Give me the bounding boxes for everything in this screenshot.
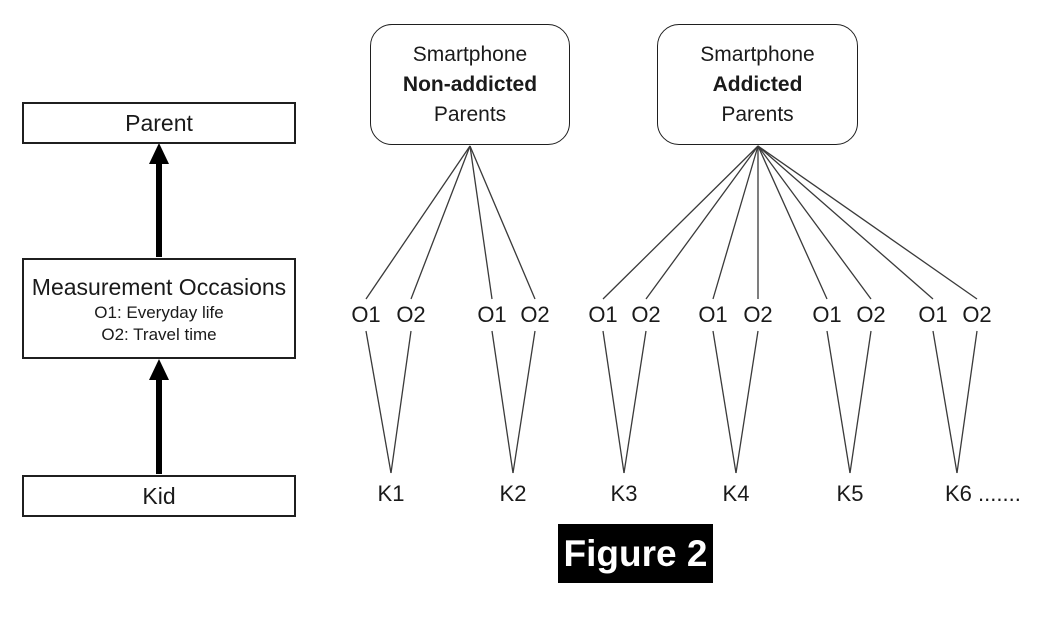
occasion-label-k4-o2: O2 (743, 302, 773, 327)
occasion-label-k2-o1: O1 (477, 302, 507, 327)
occasion-label-k3-o2: O2 (631, 302, 661, 327)
group-line-3: Parents (721, 102, 794, 126)
kid-label-k5: K5 (836, 481, 864, 506)
occasion-label-k2-o2: O2 (520, 302, 550, 327)
v-lines-k2 (491, 330, 536, 474)
measurement-occasions-box: Measurement Occasions O1: Everyday life … (22, 258, 296, 359)
figure-caption: Figure 2 (558, 524, 713, 583)
fan-addicted (602, 145, 978, 300)
v-lines-k6 (932, 330, 978, 474)
arrow-measurement-to-parent (149, 143, 169, 257)
v-lines-k3 (602, 330, 647, 474)
v-lines-k1 (365, 330, 412, 474)
measurement-o1-definition: O1: Everyday life (94, 302, 224, 322)
occasion-label-k4-o1: O1 (698, 302, 728, 327)
parent-box-label: Parent (125, 109, 193, 136)
v-lines-k5 (826, 330, 872, 474)
kid-label-k6: K6 ....... (945, 481, 1021, 506)
arrow-kid-to-measurement (149, 359, 169, 474)
measurement-title: Measurement Occasions (31, 273, 287, 300)
group-line-2: Addicted (712, 72, 803, 96)
fan-non-addicted (365, 145, 536, 300)
occasion-label-k5-o2: O2 (856, 302, 886, 327)
group-line-2: Non-addicted (402, 72, 538, 96)
group-line-1: Smartphone (412, 42, 528, 66)
group-box-addicted-parents: Smartphone Addicted Parents (657, 24, 858, 145)
kid-box: Kid (22, 475, 296, 517)
occasion-label-k3-o1: O1 (588, 302, 618, 327)
group-box-non-addicted-parents: Smartphone Non-addicted Parents (370, 24, 570, 145)
figure-caption-text: Figure 2 (563, 532, 708, 574)
occasion-label-k5-o1: O1 (812, 302, 842, 327)
occasion-label-k1-o1: O1 (351, 302, 381, 327)
occasion-label-k1-o2: O2 (396, 302, 426, 327)
group-line-1: Smartphone (700, 42, 815, 66)
v-lines-k4 (712, 330, 759, 474)
kid-label-k2: K2 (499, 481, 527, 506)
kid-box-label: Kid (142, 482, 176, 509)
kid-label-k1: K1 (377, 481, 405, 506)
kid-label-k3: K3 (610, 481, 638, 506)
kid-label-k4: K4 (722, 481, 750, 506)
measurement-o2-definition: O2: Travel time (101, 324, 217, 344)
parent-box: Parent (22, 102, 296, 144)
occasion-label-k6-o1: O1 (918, 302, 948, 327)
occasion-label-k6-o2: O2 (962, 302, 992, 327)
group-line-3: Parents (433, 102, 507, 126)
